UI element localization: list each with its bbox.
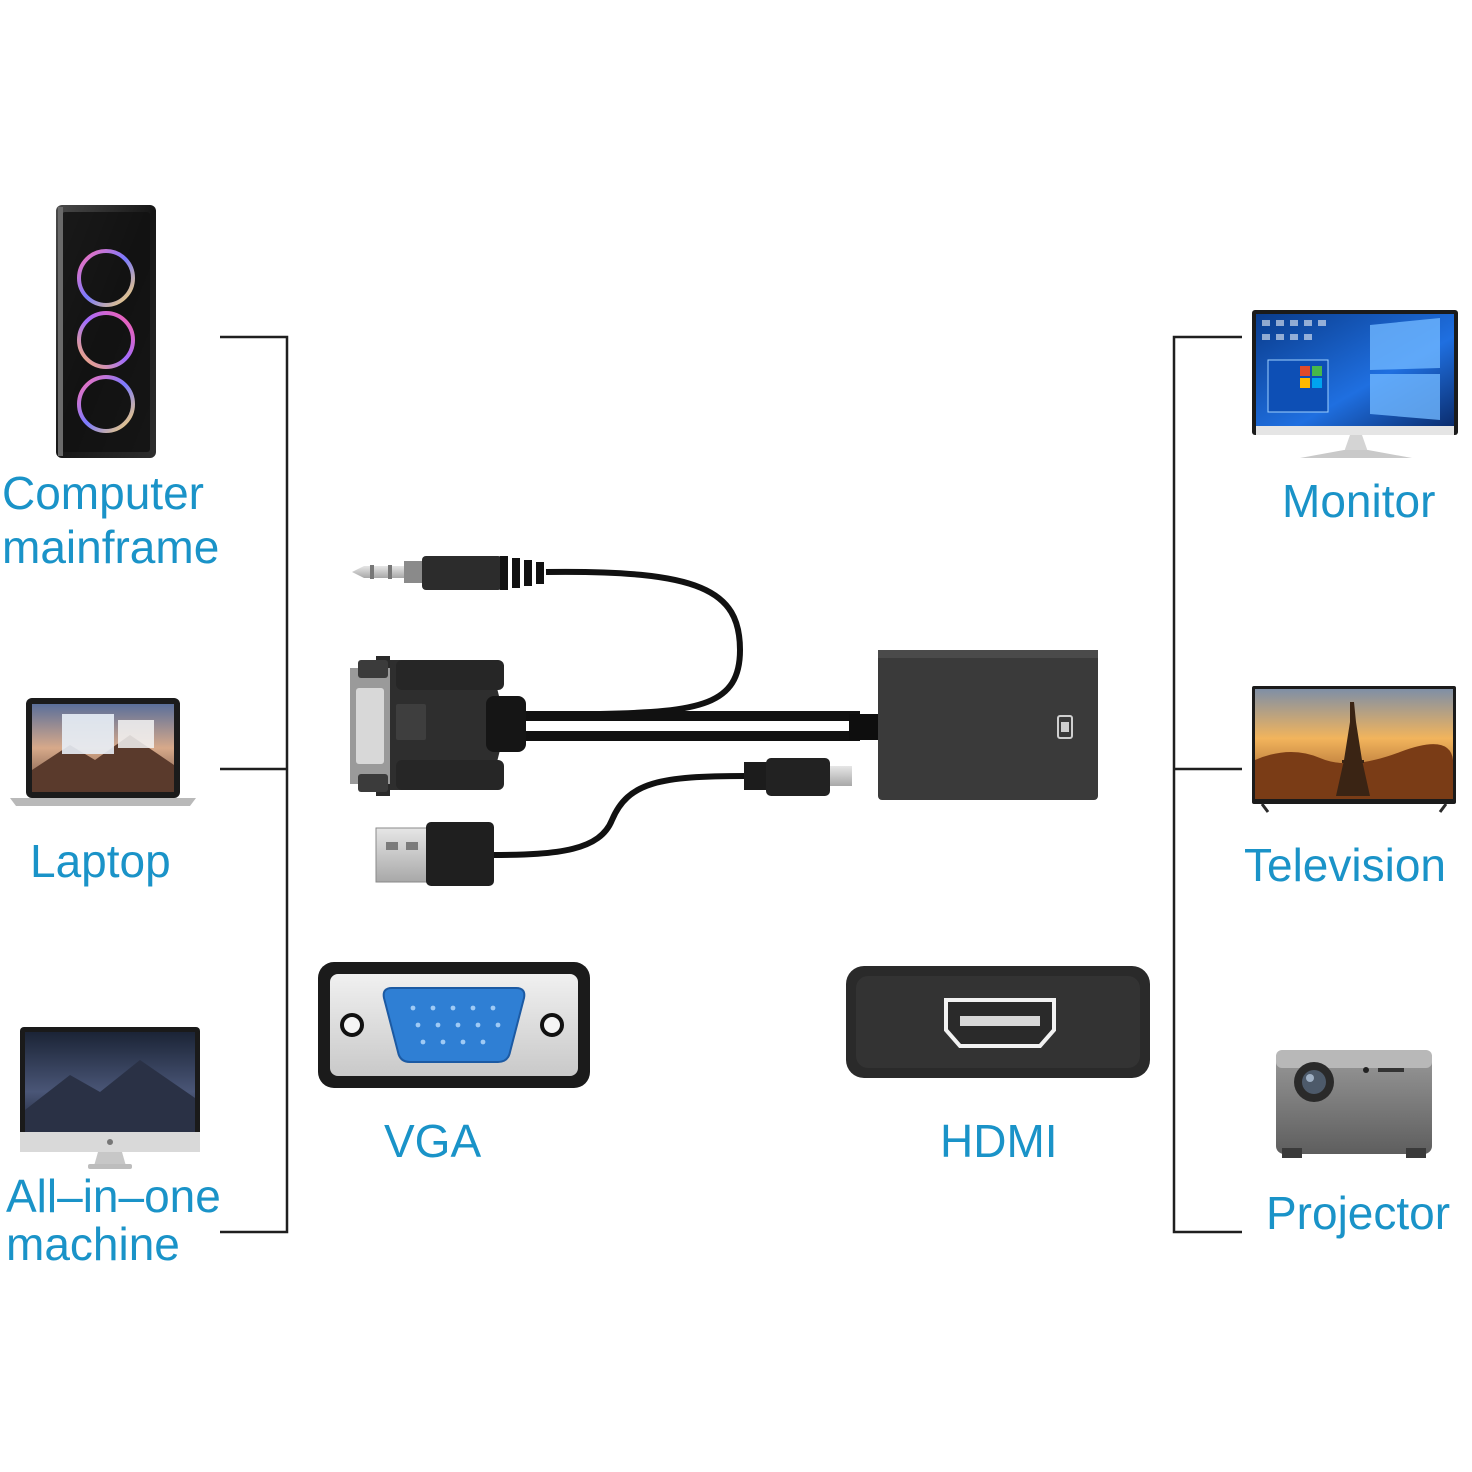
pc-tower-icon: [56, 205, 156, 458]
monitor-icon: [1252, 310, 1458, 458]
label-line: VGA: [384, 1115, 482, 1167]
hdmi-port-icon: [846, 966, 1150, 1078]
label-line: Monitor: [1282, 475, 1436, 527]
label-line: HDMI: [940, 1115, 1058, 1167]
label-projector: Projector: [1266, 1186, 1450, 1240]
audio-cable: [545, 568, 744, 717]
label-line: All–in–one: [6, 1170, 221, 1222]
all-in-one-icon: [20, 1027, 200, 1169]
cable-assembly: [350, 556, 1098, 886]
label-television: Television: [1244, 838, 1446, 892]
label-line: Computer: [2, 467, 204, 519]
projector-icon: [1276, 1050, 1432, 1158]
television-icon: [1252, 686, 1456, 813]
label-line: Projector: [1266, 1187, 1451, 1239]
vga-port-icon: [318, 962, 590, 1088]
label-line: Television: [1244, 839, 1446, 891]
micro-usb-plug-icon: [744, 758, 852, 796]
label-vga: VGA: [384, 1114, 481, 1168]
label-hdmi: HDMI: [940, 1114, 1058, 1168]
label-computer-mainframe: Computer mainframe: [2, 466, 219, 575]
laptop-icon: [10, 698, 196, 806]
label-monitor: Monitor: [1282, 474, 1435, 528]
usb-cable: [491, 773, 747, 858]
usb-a-plug-icon: [375, 822, 494, 886]
audio-jack-icon: [352, 556, 544, 590]
right-bracket: [1172, 335, 1242, 1234]
label-line: machine: [6, 1217, 180, 1270]
left-bracket: [220, 335, 289, 1234]
vga-plug-icon: [350, 656, 526, 796]
label-all-in-one-machine: All–in–one machine: [6, 1170, 221, 1270]
adapter-box: [878, 650, 1098, 800]
label-line: mainframe: [2, 521, 220, 574]
label-laptop: Laptop: [30, 834, 171, 888]
label-line: Laptop: [30, 835, 171, 887]
